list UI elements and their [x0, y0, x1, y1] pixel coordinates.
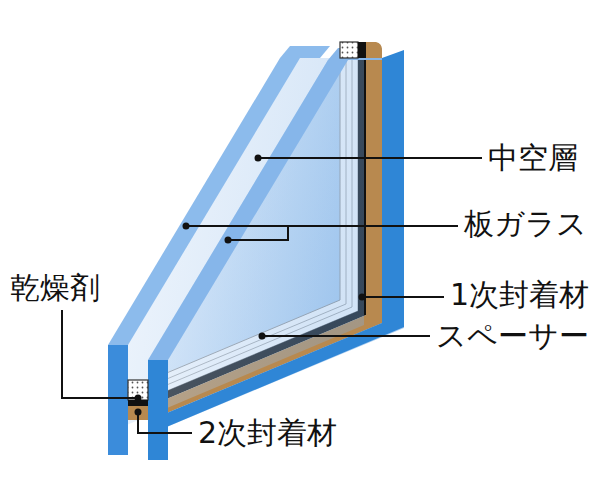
leader-line — [258, 157, 482, 159]
leader-line — [362, 296, 444, 298]
leader-dot — [135, 395, 142, 402]
secondary-sealant-section — [366, 42, 382, 58]
leader-dot — [135, 409, 142, 416]
rear-glass-cut — [148, 60, 348, 360]
leader-dot — [183, 223, 190, 230]
leader-dots — [135, 155, 366, 416]
rear-glass-cut — [148, 360, 168, 460]
hollow-layer-label: 中空層 — [488, 140, 578, 176]
desiccant-label: 乾燥剤 — [10, 270, 100, 306]
secondary-sealant-label: 2次封着材 — [198, 415, 337, 451]
primary-sealant-label: 1次封着材 — [450, 277, 589, 313]
leader-line — [262, 335, 430, 337]
leader-line — [62, 310, 138, 398]
primary-sealant-section — [358, 42, 366, 58]
front-glass-cut — [108, 345, 128, 455]
spacer-label: スペーサー — [436, 318, 589, 354]
leader-line — [138, 412, 192, 433]
leader-lines — [62, 158, 482, 433]
leader-line — [228, 226, 288, 240]
leader-line — [186, 225, 458, 227]
desiccant-section — [340, 42, 358, 58]
leader-dot — [259, 333, 266, 340]
front-glass-cut — [108, 58, 300, 345]
leader-dot — [225, 237, 232, 244]
glass-pane-label: 板ガラス — [464, 206, 587, 242]
front-glass-cut — [280, 46, 330, 58]
leader-dot — [255, 155, 262, 162]
leader-dot — [359, 294, 366, 301]
